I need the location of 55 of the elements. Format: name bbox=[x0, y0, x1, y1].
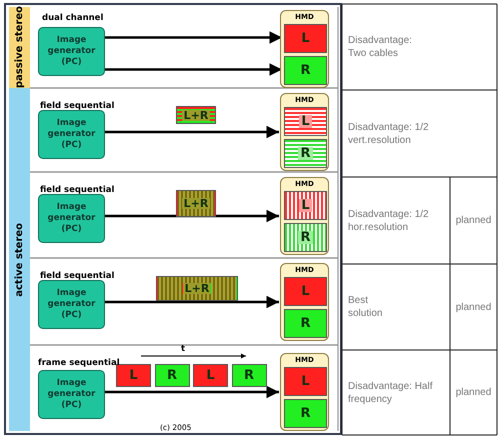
channel-panel bbox=[284, 223, 327, 252]
channel-panel: L bbox=[284, 277, 327, 306]
frame-box: L bbox=[193, 364, 228, 387]
frame-box: R bbox=[154, 364, 190, 387]
category-band: active stereo bbox=[9, 88, 30, 431]
channel-panel: L bbox=[284, 367, 327, 396]
channel-letter: L+R bbox=[182, 110, 210, 120]
channel-panel: R bbox=[284, 56, 327, 85]
status-text: planned bbox=[456, 386, 492, 399]
channel-panel: L bbox=[284, 24, 327, 53]
note-text: Disadvantage: Two cables bbox=[348, 34, 413, 60]
channel-letter: R bbox=[298, 147, 312, 160]
display-box bbox=[280, 10, 329, 88]
channel-letter: R bbox=[298, 231, 312, 244]
display-box bbox=[280, 263, 329, 341]
process-box: Image generator (PC) bbox=[38, 110, 105, 159]
display-box bbox=[280, 93, 329, 171]
frame-box: R bbox=[232, 364, 266, 387]
note-text: Disadvantage: 1/2 vert.resolution bbox=[348, 120, 430, 146]
signal-box bbox=[156, 276, 238, 301]
arrow bbox=[105, 296, 279, 308]
section-heading: field sequential bbox=[40, 101, 114, 111]
process-box: Image generator (PC) bbox=[38, 370, 105, 419]
channel-panel: R bbox=[284, 309, 327, 338]
arrow bbox=[105, 63, 282, 76]
section-heading: field sequential bbox=[40, 271, 114, 281]
signal-box bbox=[176, 106, 216, 124]
arrow bbox=[105, 386, 279, 398]
channel-letter: L+R bbox=[182, 283, 212, 294]
section-heading: field sequential bbox=[40, 185, 114, 195]
channel-panel bbox=[284, 191, 327, 220]
time-label: t bbox=[181, 344, 186, 354]
note-text: Disadvantage: Half frequency bbox=[348, 380, 434, 406]
category-band: passive stereo bbox=[9, 7, 30, 88]
section-heading: dual channel bbox=[42, 13, 104, 23]
display-box bbox=[280, 353, 329, 431]
arrow bbox=[105, 31, 282, 44]
process-box: Image generator (PC) bbox=[38, 27, 105, 76]
status-text: planned bbox=[456, 214, 492, 227]
channel-letter: L bbox=[299, 115, 312, 128]
channel-panel bbox=[284, 107, 327, 136]
display-box bbox=[280, 177, 329, 255]
process-box: Image generator (PC) bbox=[38, 194, 105, 243]
channel-panel: R bbox=[284, 399, 327, 428]
channel-panel bbox=[284, 139, 327, 168]
note-text: Disadvantage: 1/2 hor.resolution bbox=[348, 208, 430, 234]
frame-box: L bbox=[116, 364, 151, 387]
arrow bbox=[105, 210, 279, 222]
status-text: planned bbox=[456, 300, 492, 314]
note-text: Best solution bbox=[348, 294, 384, 320]
signal-box bbox=[176, 190, 216, 217]
channel-letter: L+R bbox=[182, 198, 210, 209]
process-box: Image generator (PC) bbox=[38, 280, 105, 329]
arrow bbox=[105, 126, 279, 138]
channel-letter: L bbox=[299, 199, 312, 212]
